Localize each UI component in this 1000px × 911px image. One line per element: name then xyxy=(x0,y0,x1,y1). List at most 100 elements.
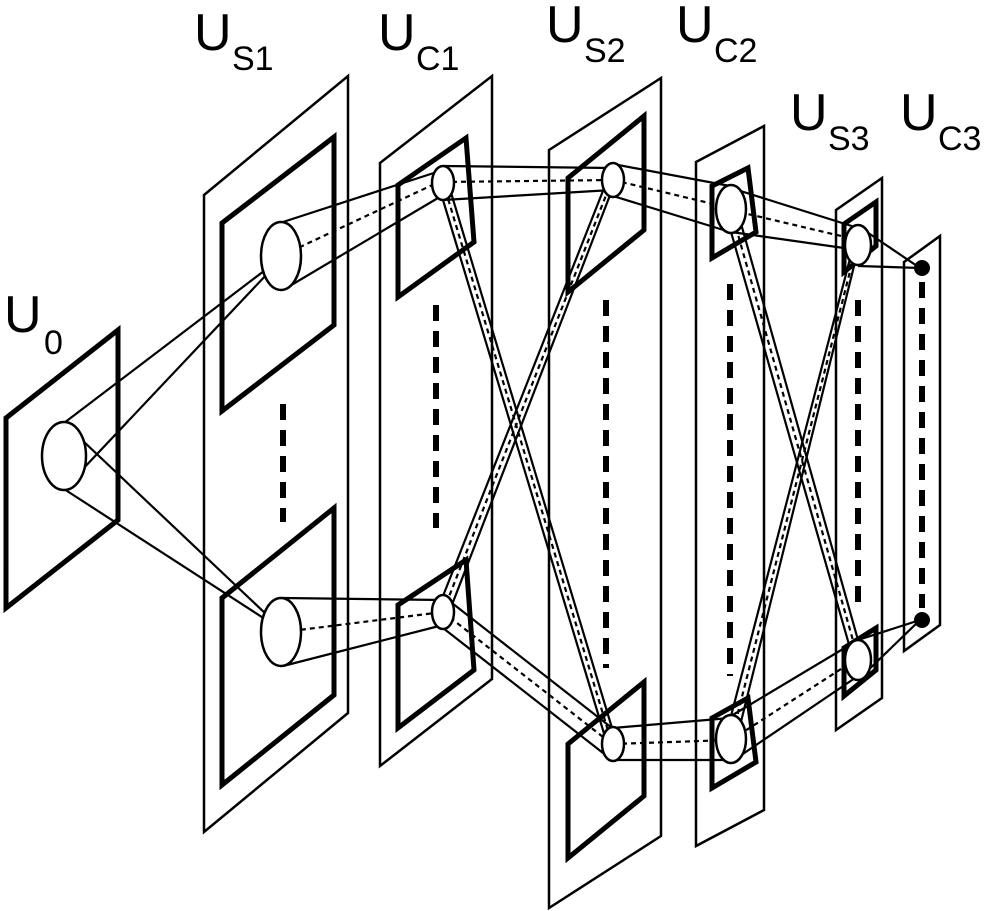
conn-line xyxy=(63,422,286,633)
conn-line xyxy=(282,194,444,291)
uc1-frame xyxy=(378,73,494,769)
label-uc2-sub: C2 xyxy=(714,32,757,70)
conn-line xyxy=(442,627,613,761)
conn-line xyxy=(730,186,859,230)
conn-line xyxy=(63,488,286,633)
us3-plane-bottom xyxy=(841,623,879,702)
uc1-plane-top xyxy=(395,133,477,302)
layer-uc2 xyxy=(694,123,766,849)
label-us3-main: U xyxy=(790,84,828,142)
label-uc1-main: U xyxy=(378,4,416,62)
conn-line xyxy=(282,596,444,602)
label-us2-main: U xyxy=(546,0,584,54)
conn-line xyxy=(729,187,860,641)
uc3-unit-top xyxy=(914,260,930,276)
conn-line xyxy=(282,610,444,634)
us3-plane-top xyxy=(841,197,879,278)
conn-line xyxy=(730,208,859,242)
uc2-plane-top xyxy=(709,164,759,263)
connections-us3-uc3 xyxy=(843,223,921,682)
uc3-unit-bottom xyxy=(914,612,930,628)
conn-line xyxy=(442,178,613,184)
label-uc3-main: U xyxy=(900,84,938,142)
label-us1-main: U xyxy=(194,4,232,62)
us2-cell-top xyxy=(600,161,626,199)
us1-plane-top xyxy=(219,131,337,417)
uc2-frame xyxy=(694,123,766,849)
layer-u0 xyxy=(3,324,121,614)
conn-line xyxy=(729,249,860,763)
conn-line xyxy=(612,194,731,234)
us3-cell-top xyxy=(843,223,873,267)
layer-uc1 xyxy=(378,73,494,769)
layer-us3 xyxy=(834,175,884,733)
us1-cell-bottom xyxy=(259,596,303,668)
input-plane xyxy=(3,324,121,614)
connections-u0-us1 xyxy=(40,254,286,633)
conn-line xyxy=(441,181,614,745)
label-us2: U S2 xyxy=(546,0,626,70)
label-us1: U S1 xyxy=(194,4,274,78)
uc3-units xyxy=(914,260,930,628)
us1-cell-top xyxy=(259,220,303,292)
label-u0-sub: 0 xyxy=(44,324,63,362)
connections-uc1-us2 xyxy=(430,164,614,761)
label-uc2: U C2 xyxy=(676,0,757,70)
us3-cell-bottom xyxy=(843,638,873,682)
uc2-cell-bottom xyxy=(714,713,748,765)
conn-line xyxy=(857,264,921,270)
conn-line xyxy=(441,167,614,597)
conn-line xyxy=(612,162,731,188)
connections-us2-uc2 xyxy=(600,161,731,763)
uc2-cell-top xyxy=(714,183,748,235)
connections-uc2-us3 xyxy=(714,183,860,765)
conn-line xyxy=(441,189,614,629)
conn-line xyxy=(730,230,859,252)
conn-line xyxy=(442,188,613,202)
conn-line xyxy=(282,168,444,224)
layer-us2 xyxy=(547,75,663,911)
conn-line xyxy=(442,595,613,729)
conn-line xyxy=(612,178,731,210)
conn-line xyxy=(63,254,286,490)
us3-frame xyxy=(834,175,884,733)
conn-line xyxy=(730,675,859,763)
uc1-cell-bottom xyxy=(430,593,456,631)
uc1-cell-top xyxy=(430,164,456,202)
us1-frame xyxy=(202,73,350,835)
conn-line xyxy=(282,179,444,256)
label-us3-sub: S3 xyxy=(828,120,870,158)
conn-line xyxy=(441,199,614,761)
conn-line xyxy=(730,639,859,717)
uc1-plane-bottom xyxy=(395,555,477,734)
conn-line xyxy=(729,227,860,717)
label-us2-sub: S2 xyxy=(584,32,626,70)
conn-line xyxy=(282,623,444,668)
connections-us1-uc1 xyxy=(259,168,444,668)
layer-uc3 xyxy=(902,233,942,654)
conn-line xyxy=(730,657,859,741)
label-u0-main: U xyxy=(4,286,42,344)
conn-line xyxy=(442,164,613,170)
label-u0: U 0 xyxy=(4,286,63,362)
layer-us1 xyxy=(202,73,350,835)
u0-receptive-field xyxy=(40,420,88,492)
us2-plane-top xyxy=(565,110,647,298)
conn-line xyxy=(729,231,860,677)
label-us1-sub: S1 xyxy=(232,40,274,78)
conn-line xyxy=(612,716,731,730)
uc3-frame xyxy=(902,233,942,654)
label-uc3-sub: C3 xyxy=(938,120,981,158)
us1-plane-bottom xyxy=(219,502,337,791)
conn-line xyxy=(441,165,614,729)
label-uc1: U C1 xyxy=(378,4,459,78)
us2-plane-bottom xyxy=(565,676,647,864)
conn-line xyxy=(857,618,921,642)
uc2-plane-bottom xyxy=(709,694,759,793)
label-uc2-main: U xyxy=(676,0,714,54)
label-us3: U S3 xyxy=(790,84,870,158)
conn-line xyxy=(729,209,860,659)
conn-line xyxy=(63,254,286,424)
us2-cell-bottom xyxy=(600,725,626,763)
